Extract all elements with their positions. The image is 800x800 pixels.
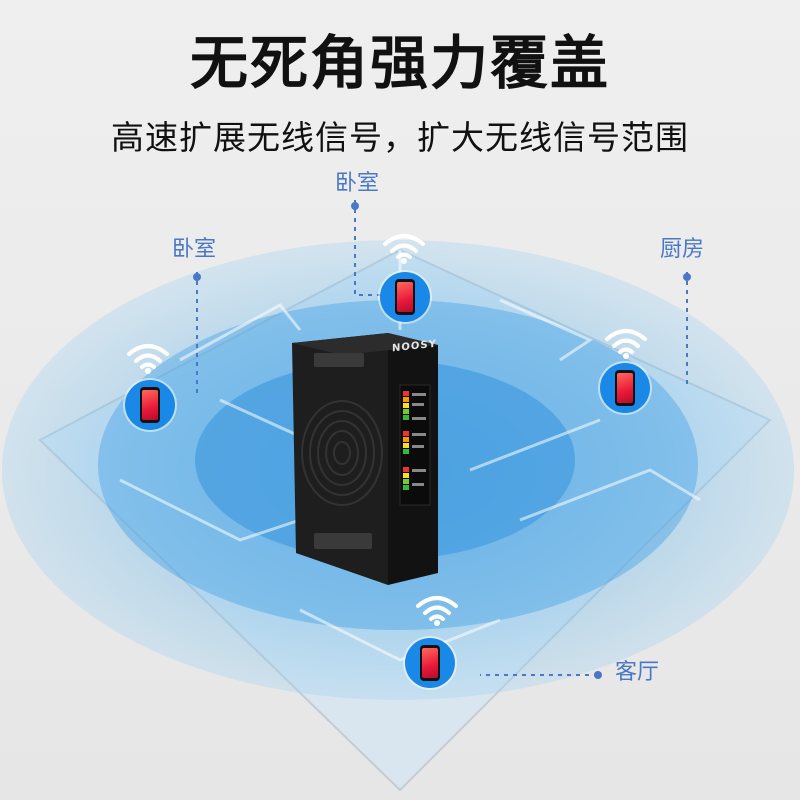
subheadline: 高速扩展无线信号，扩大无线信号范围 bbox=[111, 118, 689, 157]
wifi-icon bbox=[383, 234, 425, 264]
signal-level-bars bbox=[403, 391, 409, 490]
wifi-icon bbox=[127, 344, 169, 374]
wifi-icon bbox=[605, 329, 647, 359]
wifi-icon bbox=[416, 596, 458, 626]
speaker-grille bbox=[301, 400, 383, 506]
phone-icon bbox=[420, 645, 440, 681]
phone-badge-bedroom-top bbox=[380, 272, 430, 322]
phone-badge-kitchen bbox=[600, 363, 650, 413]
phone-icon bbox=[395, 279, 415, 315]
room-label-bedroom-left: 卧室 bbox=[172, 237, 217, 262]
connector-dots bbox=[193, 202, 691, 679]
phone-icon bbox=[615, 370, 635, 406]
room-label-living-room: 客厅 bbox=[615, 660, 660, 685]
room-label-bedroom-top: 卧室 bbox=[335, 171, 380, 196]
room-label-kitchen: 厨房 bbox=[660, 237, 705, 262]
headline: 无死角强力覆盖 bbox=[189, 29, 610, 97]
signal-booster-device bbox=[292, 333, 438, 585]
device-front bbox=[292, 333, 388, 585]
phone-icon bbox=[140, 387, 160, 423]
phone-badge-bedroom-left bbox=[125, 380, 175, 430]
label-connectors bbox=[196, 200, 688, 676]
phone-badge-living-room bbox=[405, 638, 455, 688]
